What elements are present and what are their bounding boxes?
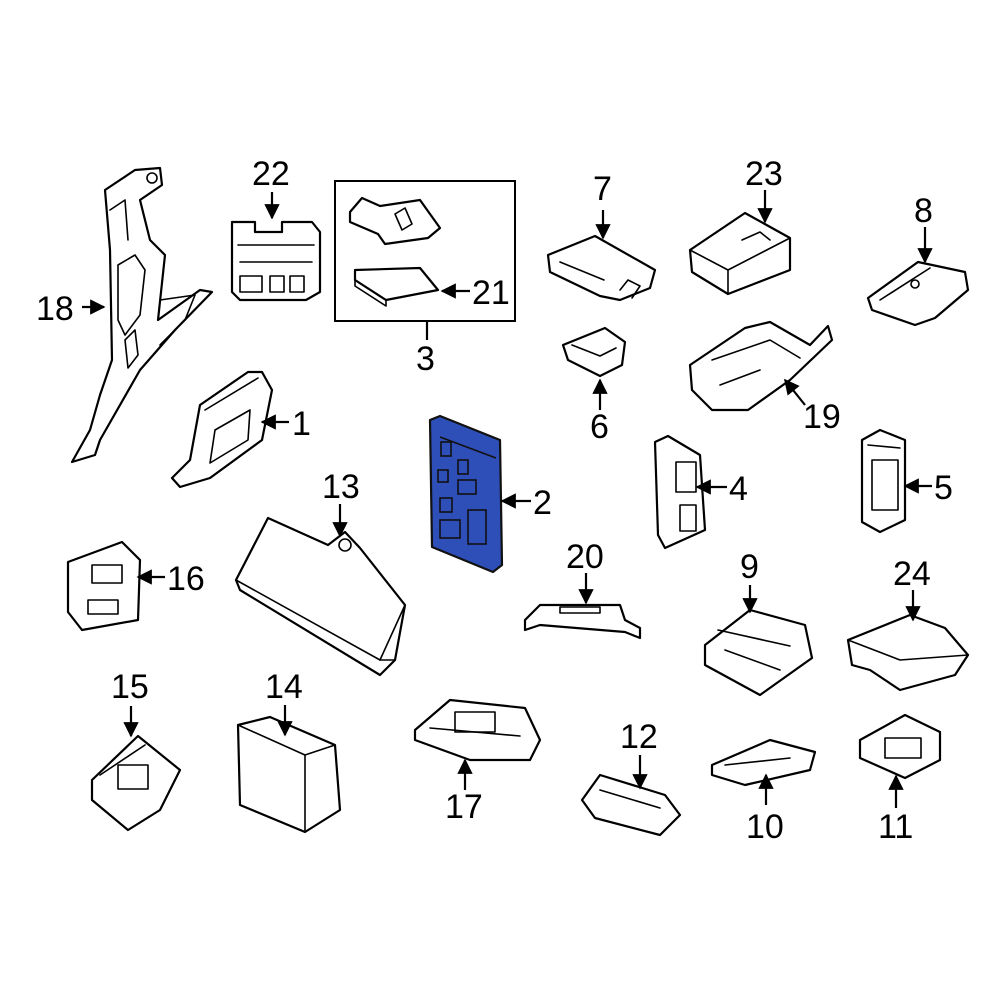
part-10-module[interactable] (710, 738, 817, 787)
part-18-bracket[interactable] (70, 166, 214, 464)
part-23-module[interactable] (688, 211, 792, 296)
part-1-control-unit[interactable] (170, 370, 274, 489)
callout-23: 23 (745, 155, 783, 193)
part-6-module[interactable] (561, 326, 627, 378)
part-15-module[interactable] (90, 734, 182, 832)
part-19-bracket[interactable] (688, 320, 834, 412)
part-24-cover[interactable] (846, 613, 970, 692)
callout-11: 11 (878, 808, 913, 846)
group-box-3 (334, 180, 516, 322)
callout-14: 14 (265, 668, 303, 706)
callout-2: 2 (533, 484, 552, 522)
part-14-module[interactable] (236, 715, 342, 834)
callout-5: 5 (934, 469, 953, 507)
part-11-module[interactable] (858, 713, 942, 780)
callout-24: 24 (893, 555, 931, 593)
callout-10: 10 (746, 808, 784, 846)
callout-16: 16 (167, 560, 205, 598)
callout-19: 19 (803, 398, 841, 436)
callout-22: 22 (252, 155, 290, 193)
callout-3: 3 (416, 340, 435, 378)
callout-12: 12 (620, 718, 658, 756)
callout-15: 15 (111, 668, 149, 706)
part-7-module[interactable] (546, 234, 657, 302)
part-12-module[interactable] (580, 773, 682, 837)
callout-9: 9 (740, 548, 759, 586)
callout-21: 21 (472, 274, 510, 312)
part-13-module[interactable] (234, 516, 407, 677)
part-22-module[interactable] (230, 220, 322, 302)
callout-1: 1 (292, 405, 311, 443)
part-9-module[interactable] (703, 608, 814, 697)
callout-4: 4 (729, 470, 748, 508)
callout-7: 7 (593, 170, 612, 208)
part-16-module[interactable] (66, 540, 142, 632)
part-3-cover[interactable] (348, 196, 442, 246)
part-2-highlighted-module[interactable] (428, 414, 504, 574)
part-4-module[interactable] (653, 434, 707, 550)
part-20-bracket[interactable] (523, 603, 642, 640)
callout-18: 18 (36, 290, 74, 328)
part-17-module[interactable] (413, 698, 542, 762)
part-21-module[interactable] (353, 266, 440, 307)
callout-17: 17 (445, 788, 483, 826)
part-5-module[interactable] (860, 428, 907, 534)
callout-6: 6 (590, 408, 609, 446)
callout-13: 13 (322, 468, 360, 506)
callout-20: 20 (566, 538, 604, 576)
part-8-bracket[interactable] (866, 260, 970, 327)
callout-8: 8 (914, 192, 933, 230)
